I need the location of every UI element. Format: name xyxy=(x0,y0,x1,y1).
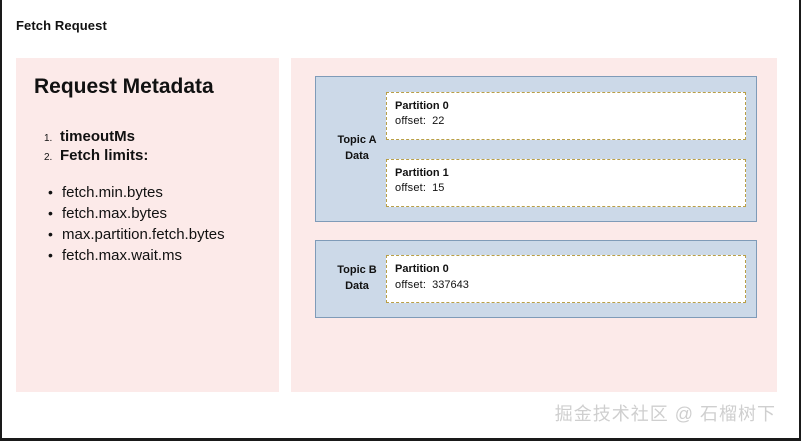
list-item-label: Fetch limits: xyxy=(60,147,149,164)
partition-offset: offset: 337643 xyxy=(395,278,737,294)
topic-b-block: Topic B Data Partition 0 offset: 337643 xyxy=(315,240,757,318)
bullet-icon: • xyxy=(48,226,53,242)
partition-offset: offset: 15 xyxy=(395,181,737,197)
topic-a-partitions: Partition 0 offset: 22 Partition 1 offset… xyxy=(386,77,756,221)
list-item: • fetch.min.bytes xyxy=(48,184,225,201)
list-item-label: fetch.max.wait.ms xyxy=(62,247,183,264)
partition-card: Partition 1 offset: 15 xyxy=(386,158,746,207)
topic-a-block: Topic A Data Partition 0 offset: 22 Parti… xyxy=(315,76,757,222)
offset-label: offset: xyxy=(395,278,427,291)
offset-value: 15 xyxy=(432,182,445,195)
list-marker: 1. xyxy=(44,133,53,144)
request-metadata-panel: Request Metadata 1. timeoutMs 2. Fetch l… xyxy=(16,58,279,392)
partition-card: Partition 0 offset: 22 xyxy=(386,91,746,140)
list-marker: 2. xyxy=(44,152,53,163)
list-item: • fetch.max.wait.ms xyxy=(48,247,225,264)
topic-b-partitions: Partition 0 offset: 337643 xyxy=(386,241,756,317)
metadata-numbered-list: 1. timeoutMs 2. Fetch limits: xyxy=(44,128,148,166)
offset-value: 22 xyxy=(432,115,445,128)
list-item: • fetch.max.bytes xyxy=(48,205,225,222)
list-item-label: timeoutMs xyxy=(60,128,135,145)
topic-b-label: Topic B Data xyxy=(328,263,386,295)
offset-value: 337643 xyxy=(432,278,469,291)
partition-name: Partition 0 xyxy=(395,99,449,112)
page-title: Fetch Request xyxy=(16,18,107,33)
bullet-icon: • xyxy=(48,205,53,221)
topic-b-label-line1: Topic B xyxy=(337,264,377,277)
partition-name: Partition 0 xyxy=(395,263,449,275)
offset-label: offset: xyxy=(395,182,427,195)
partition-name: Partition 1 xyxy=(395,166,449,179)
partition-offset: offset: 22 xyxy=(395,114,737,130)
list-item-label: fetch.max.bytes xyxy=(62,205,168,222)
fetch-limits-bullet-list: • fetch.min.bytes • fetch.max.bytes • ma… xyxy=(48,184,225,268)
offset-label: offset: xyxy=(395,115,427,128)
bullet-icon: • xyxy=(48,184,53,200)
topic-b-label-line2: Data xyxy=(345,280,369,292)
partition-card: Partition 0 offset: 337643 xyxy=(386,255,746,303)
watermark: 掘金技术社区 @ 石榴树下 xyxy=(554,404,776,424)
list-item-label: fetch.min.bytes xyxy=(62,184,163,201)
list-item: 2. Fetch limits: xyxy=(44,147,148,164)
list-item: • max.partition.fetch.bytes xyxy=(48,226,225,243)
list-item: 1. timeoutMs xyxy=(44,128,148,145)
bullet-icon: • xyxy=(48,247,53,263)
metadata-panel-title: Request Metadata xyxy=(34,75,214,98)
topic-a-label-line2: Data xyxy=(345,150,369,162)
topic-a-label: Topic A Data xyxy=(328,133,386,165)
topic-data-panel: Topic A Data Partition 0 offset: 22 Parti… xyxy=(291,58,777,392)
topic-a-label-line1: Topic A xyxy=(337,134,377,147)
list-item-label: max.partition.fetch.bytes xyxy=(62,226,225,243)
